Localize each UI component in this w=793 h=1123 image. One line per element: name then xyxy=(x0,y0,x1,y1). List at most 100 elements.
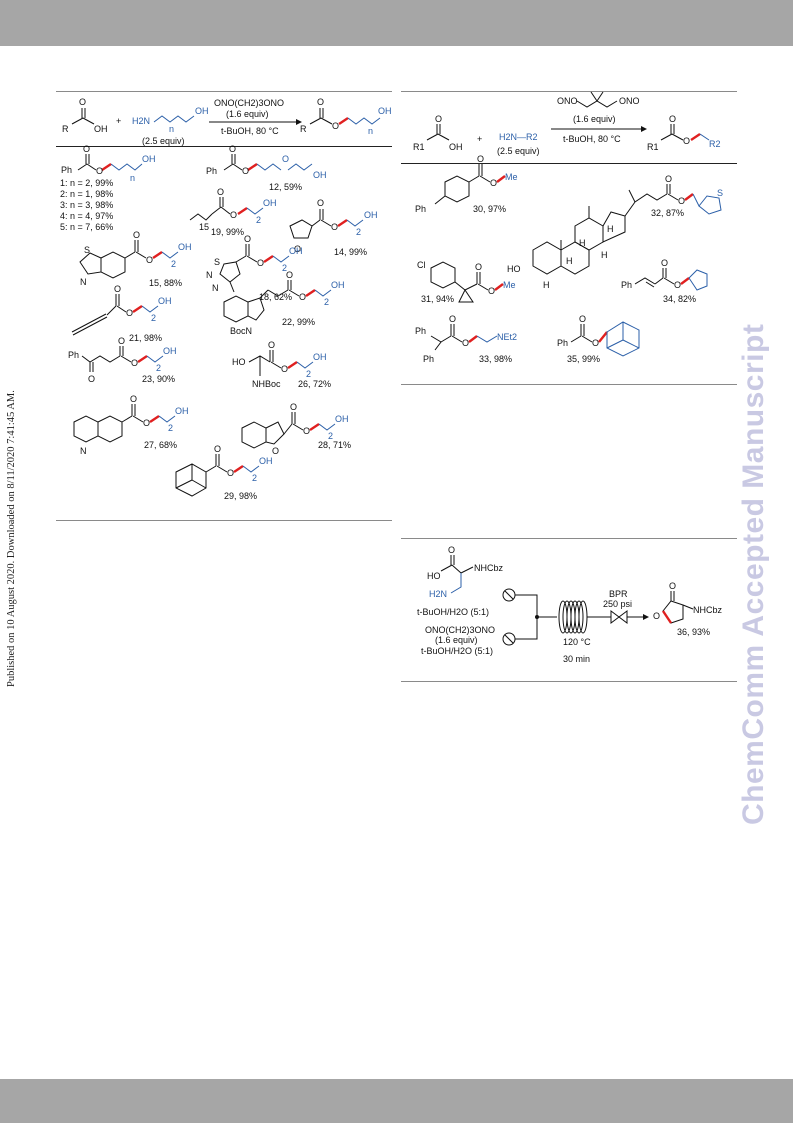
svg-text:Ph: Ph xyxy=(415,204,426,214)
scheme3-pump-2 xyxy=(502,632,516,646)
scheme1-acid-structure: O R OH xyxy=(62,97,108,134)
svg-text:NHCbz: NHCbz xyxy=(693,605,723,615)
scheme1-product-14: O O O 2 OH 14, 99% xyxy=(289,198,378,257)
svg-text:OH: OH xyxy=(449,142,463,152)
svg-text:O: O xyxy=(449,314,456,324)
svg-text:S: S xyxy=(214,257,220,267)
scheme1-top-rule xyxy=(56,91,392,92)
svg-text:Me: Me xyxy=(503,280,516,290)
svg-text:O: O xyxy=(96,166,103,176)
scheme1-product-structure: O R O n OH xyxy=(300,97,392,136)
svg-text:OH: OH xyxy=(289,246,303,256)
scheme2-esterification: O R1 OH + H2N—R2 (2.5 equiv) ONO ONO (1.… xyxy=(413,91,723,364)
svg-text:N: N xyxy=(80,446,87,456)
svg-text:2: 2 xyxy=(156,363,161,373)
svg-text:OH: OH xyxy=(142,154,156,164)
scheme1-product-12: O Ph O O OH 12, 59% xyxy=(206,144,327,192)
svg-text:27, 68%: 27, 68% xyxy=(144,440,177,450)
svg-text:O: O xyxy=(88,374,95,384)
svg-text:28, 71%: 28, 71% xyxy=(318,440,351,450)
svg-text:N: N xyxy=(206,270,213,280)
svg-text:R2: R2 xyxy=(709,139,721,149)
svg-text:35, 99%: 35, 99% xyxy=(567,354,600,364)
scheme2-header-divider xyxy=(401,163,737,164)
scheme3-feed-lines xyxy=(515,594,538,640)
svg-text:n: n xyxy=(130,173,135,183)
svg-text:O: O xyxy=(268,340,275,350)
scheme2-product-34: Ph O O 34, 82% xyxy=(621,258,708,304)
svg-text:O: O xyxy=(281,364,288,374)
scheme2-reagent-equiv: (1.6 equiv) xyxy=(573,114,616,124)
scheme2-product-33: Ph Ph O O NEt2 33, 98% xyxy=(415,314,517,364)
svg-text:Ph: Ph xyxy=(206,166,217,176)
svg-text:BocN: BocN xyxy=(230,326,252,336)
svg-text:Ph: Ph xyxy=(415,326,426,336)
scheme2-product-structure: O R1 O R2 xyxy=(647,114,721,152)
scheme1-product-19: O 15 O 2 OH 19, 99% xyxy=(189,187,277,237)
svg-text:NHCbz: NHCbz xyxy=(474,563,504,573)
svg-text:Ph: Ph xyxy=(423,354,434,364)
scheme3-top-rule xyxy=(401,538,737,539)
scheme1-product-26: HO NHBoc O O 2 OH 26, 72% xyxy=(232,340,331,389)
svg-text:H: H xyxy=(579,238,586,248)
svg-text:30, 97%: 30, 97% xyxy=(473,204,506,214)
svg-text:O: O xyxy=(244,234,251,244)
scheme3-residence-time: 30 min xyxy=(563,654,590,664)
svg-text:2: 2 xyxy=(282,263,287,273)
svg-text:O: O xyxy=(272,446,279,456)
svg-text:OH: OH xyxy=(195,106,209,116)
scheme2-product-31: Cl O O Me 31, 94% xyxy=(417,260,516,304)
scheme2-arrowhead xyxy=(641,126,647,132)
scheme1-plus-sign: + xyxy=(116,116,121,126)
svg-text:O: O xyxy=(669,114,676,124)
svg-text:32, 87%: 32, 87% xyxy=(651,208,684,218)
svg-text:O: O xyxy=(114,284,121,294)
scheme2-top-rule xyxy=(401,91,737,92)
svg-text:n: n xyxy=(368,126,373,136)
svg-text:O: O xyxy=(579,314,586,324)
scheme1-product-28: O O O 2 OH 28, 71% xyxy=(241,402,351,456)
svg-text:OH: OH xyxy=(175,406,189,416)
scheme1-header-divider xyxy=(56,146,392,147)
scheme2-product-35: Ph O O 35, 99% xyxy=(557,314,640,364)
svg-text:2: 2 xyxy=(356,227,361,237)
publication-date-text: Published on 10 August 2020. Downloaded … xyxy=(6,390,17,687)
svg-text:O: O xyxy=(299,292,306,302)
svg-text:Ph: Ph xyxy=(621,280,632,290)
scheme1-reagent-text: ONO(CH2)3ONO xyxy=(214,98,284,108)
svg-text:O: O xyxy=(257,258,264,268)
svg-text:OH: OH xyxy=(364,210,378,220)
svg-text:O: O xyxy=(130,394,137,404)
svg-text:O: O xyxy=(488,286,495,296)
publication-sidebar-note: Published on 10 August 2020. Downloaded … xyxy=(6,377,22,687)
svg-text:O: O xyxy=(242,166,249,176)
svg-text:15: 15 xyxy=(199,222,209,232)
svg-text:2: n = 1, 98%: 2: n = 1, 98% xyxy=(60,189,113,199)
scheme2-amine-equiv: (2.5 equiv) xyxy=(497,146,540,156)
svg-text:5: n = 7, 66%: 5: n = 7, 66% xyxy=(60,222,113,232)
svg-text:Ph: Ph xyxy=(61,165,72,175)
scheme2-acid-structure: O R1 OH xyxy=(413,114,463,152)
scheme1-product-18: S N N O O 2 OH 18, 62% xyxy=(206,234,303,302)
scheme1-conditions: t-BuOH, 80 °C xyxy=(221,126,279,136)
scheme1-product-1-to-5: O Ph O n OH 1: n = 2, 99% 2: n = 1, 98% … xyxy=(60,144,156,232)
svg-text:O: O xyxy=(683,136,690,146)
svg-text:O: O xyxy=(79,97,86,107)
svg-text:O: O xyxy=(133,230,140,240)
scheme3-pump-1 xyxy=(502,588,516,602)
scheme1-reagent-equiv: (1.6 equiv) xyxy=(226,109,269,119)
svg-text:O: O xyxy=(83,144,90,154)
svg-text:2: 2 xyxy=(252,473,257,483)
svg-text:O: O xyxy=(126,308,133,318)
svg-text:S: S xyxy=(84,245,90,255)
scheme1-product-27: N O O 2 OH 27, 68% xyxy=(73,394,189,456)
svg-text:33, 98%: 33, 98% xyxy=(479,354,512,364)
svg-text:O: O xyxy=(477,154,484,164)
svg-text:OH: OH xyxy=(163,346,177,356)
svg-text:OH: OH xyxy=(263,198,277,208)
svg-text:ONO: ONO xyxy=(619,96,640,106)
svg-text:O: O xyxy=(118,336,125,346)
svg-text:OH: OH xyxy=(158,296,172,306)
svg-text:2: 2 xyxy=(168,423,173,433)
svg-text:N: N xyxy=(80,277,87,287)
